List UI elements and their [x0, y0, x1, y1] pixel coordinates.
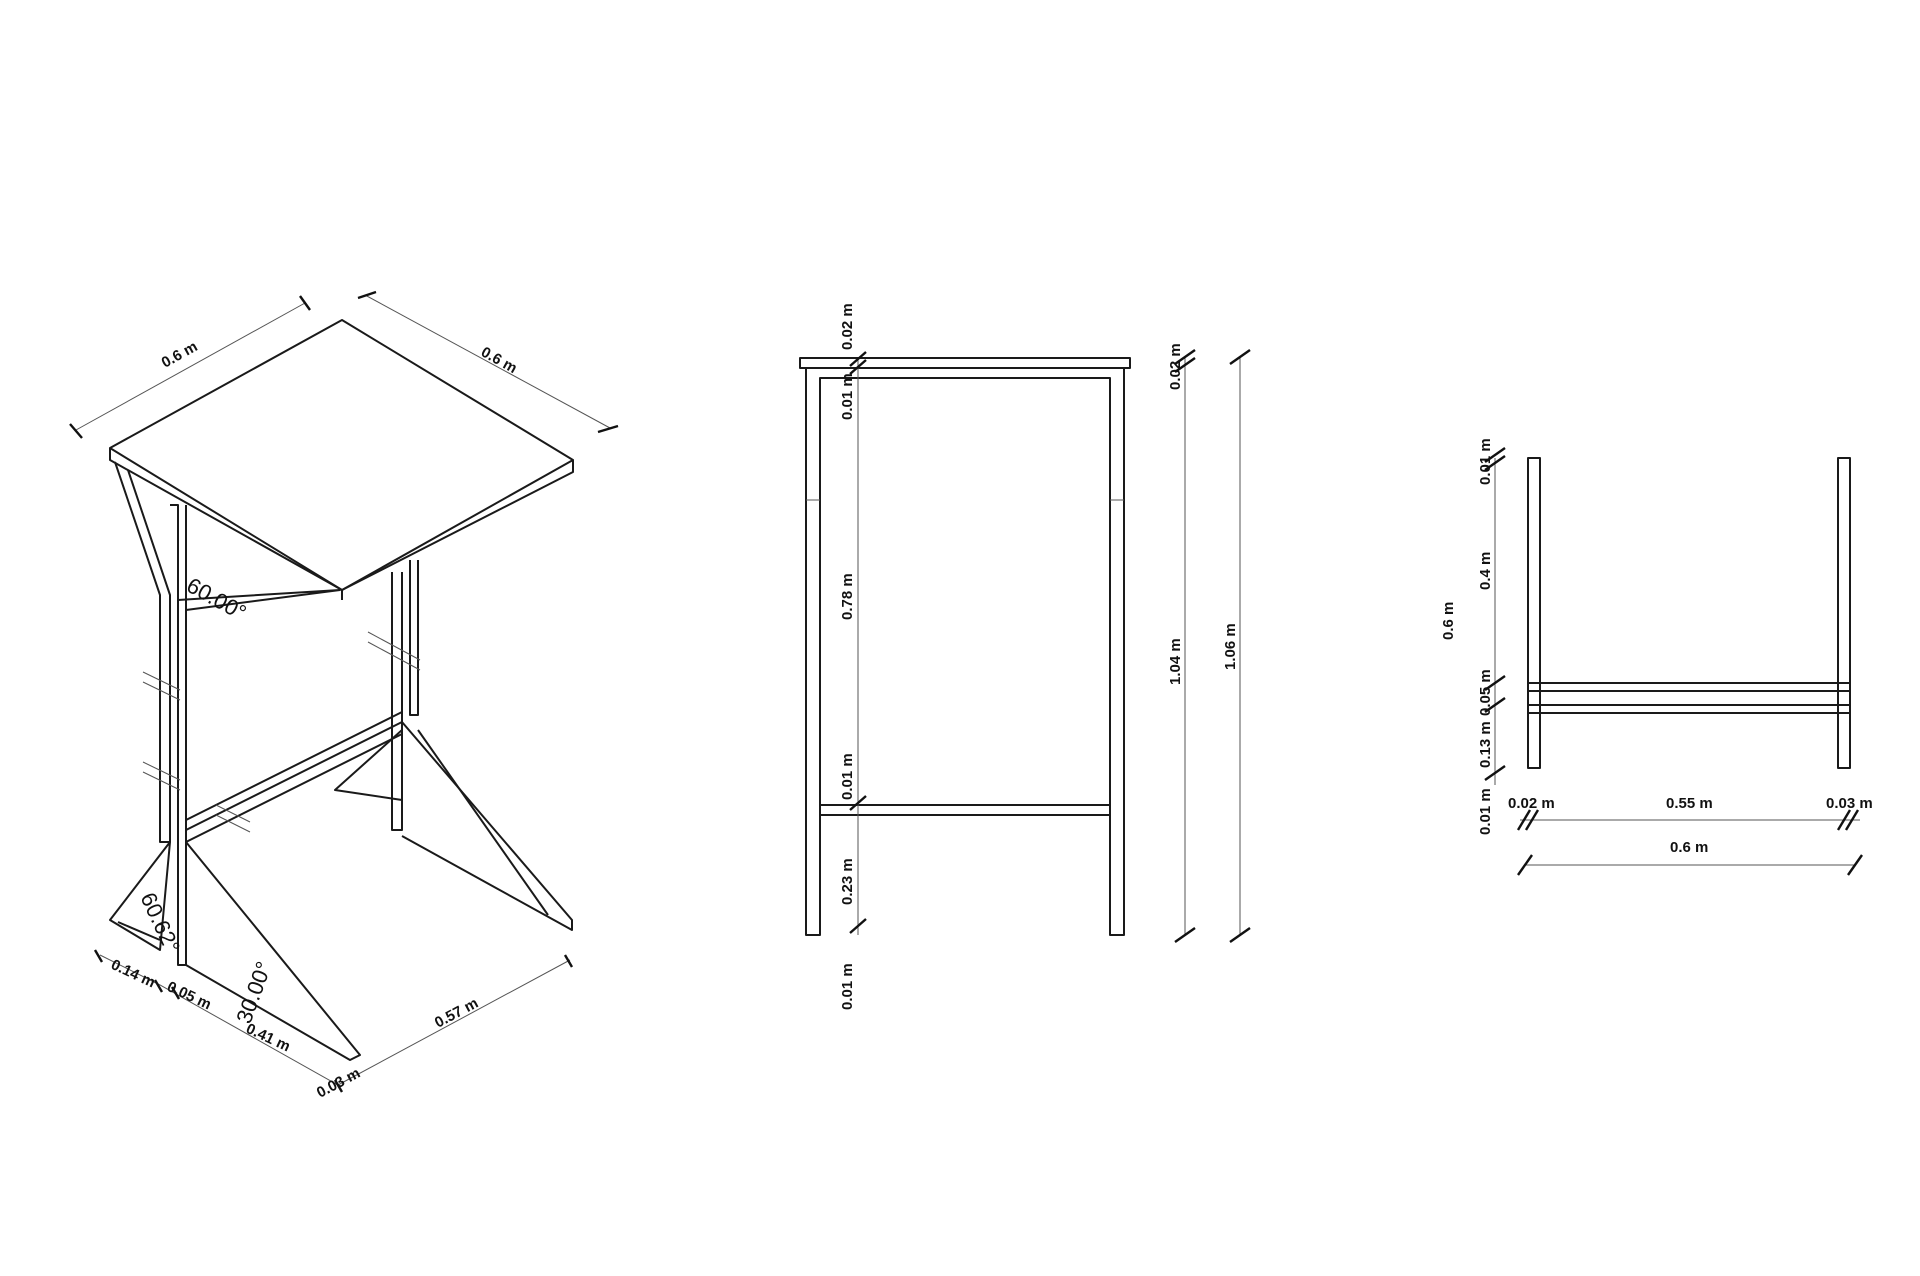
dim-side-0-05: 0.05 m: [1477, 669, 1494, 716]
dim-side-0-13: 0.13 m: [1477, 721, 1494, 768]
dim-side-0-4: 0.4 m: [1477, 552, 1494, 590]
dim-iso-0-05: 0.05 m: [164, 978, 214, 1013]
dim-front-0-23: 0.23 m: [839, 858, 856, 905]
isometric-view: 0.6 m 0.6 m 60.00° 60.62° 30.00° 0.14 m …: [69, 290, 619, 1102]
side-view: 0.01 m 0.4 m 0.6 m 0.05 m 0.13 m 0.01 m …: [1440, 438, 1873, 876]
dim-front-0-02-right: 0.02 m: [1167, 343, 1184, 390]
dim-side-0-01-top: 0.01 m: [1477, 438, 1494, 485]
angle-iso-60-00: 60.00°: [183, 573, 251, 626]
dim-front-0-01-a: 0.01 m: [839, 373, 856, 420]
dim-iso-0-03: 0.03 m: [314, 1065, 363, 1102]
front-view: 0.02 m 0.01 m 0.78 m 0.01 m 0.23 m 0.01 …: [799, 303, 1251, 1010]
dim-iso-top-depth: 0.6 m: [478, 344, 520, 377]
dim-side-0-6-vertical: 0.6 m: [1440, 602, 1457, 640]
dim-side-0-6-horizontal: 0.6 m: [1670, 839, 1708, 856]
dim-iso-0-57: 0.57 m: [432, 995, 481, 1032]
dim-front-0-01-b: 0.01 m: [839, 753, 856, 800]
dim-iso-0-41: 0.41 m: [243, 1020, 293, 1055]
dim-side-0-55: 0.55 m: [1666, 795, 1713, 812]
dim-side-0-01-bottom: 0.01 m: [1477, 788, 1494, 835]
dim-front-1-06: 1.06 m: [1222, 623, 1239, 670]
dim-iso-top-width: 0.6 m: [159, 338, 201, 371]
dim-front-1-04: 1.04 m: [1167, 638, 1184, 685]
dim-front-0-02-top: 0.02 m: [839, 303, 856, 350]
dim-front-0-01-c: 0.01 m: [839, 963, 856, 1010]
dim-side-0-03: 0.03 m: [1826, 795, 1873, 812]
angle-iso-30-00: 30.00°: [231, 958, 276, 1027]
dim-side-0-02: 0.02 m: [1508, 795, 1555, 812]
dim-iso-0-14: 0.14 m: [108, 956, 158, 991]
dim-front-0-78: 0.78 m: [839, 573, 856, 620]
